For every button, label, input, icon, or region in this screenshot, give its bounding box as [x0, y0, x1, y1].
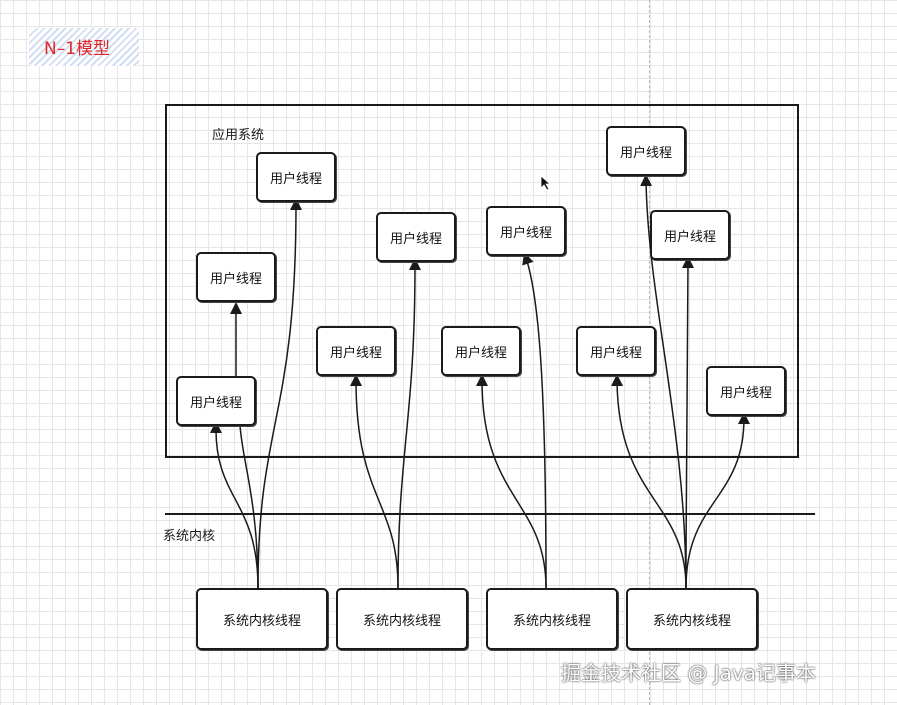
watermark: 掘金技术社区 @ Java记事本 [561, 661, 816, 685]
link-k1-u3 [257, 198, 302, 589]
link-k3-u7 [522, 252, 547, 589]
kernel-thread-box: 系统内核线程 [336, 588, 468, 650]
title-highlight [29, 28, 139, 66]
user-thread-box: 用户线程 [376, 212, 456, 262]
user-thread-box: 用户线程 [706, 366, 786, 416]
link-k1-u1 [209, 421, 259, 589]
kernel-divider [165, 513, 815, 515]
link-k4-u11 [685, 412, 750, 589]
user-thread-box: 用户线程 [176, 376, 256, 426]
link-k4-u10 [681, 256, 694, 589]
link-k2-u5 [397, 258, 421, 589]
app-system-container [165, 104, 799, 458]
kernel-thread-box: 系统内核线程 [196, 588, 328, 650]
diagram-title: N–1模型 [44, 39, 111, 59]
kernel-thread-box: 系统内核线程 [626, 588, 758, 650]
kernel-thread-box: 系统内核线程 [486, 588, 618, 650]
user-thread-box: 用户线程 [256, 152, 336, 202]
user-thread-box: 用户线程 [486, 206, 566, 256]
link-k4-u8 [611, 374, 687, 589]
user-thread-box: 用户线程 [196, 252, 276, 302]
app-system-label: 应用系统 [212, 128, 265, 143]
kernel-label: 系统内核 [163, 529, 216, 544]
user-thread-box: 用户线程 [316, 326, 396, 376]
link-k1-u2 [239, 424, 259, 589]
user-thread-box: 用户线程 [576, 326, 656, 376]
mouse-cursor-icon [540, 175, 552, 191]
user-thread-box: 用户线程 [606, 126, 686, 176]
link-k2-u4 [350, 374, 399, 589]
link-k3-u6 [476, 374, 547, 589]
user-thread-box: 用户线程 [441, 326, 521, 376]
link-k4-u9 [640, 174, 687, 589]
user-thread-box: 用户线程 [650, 210, 730, 260]
